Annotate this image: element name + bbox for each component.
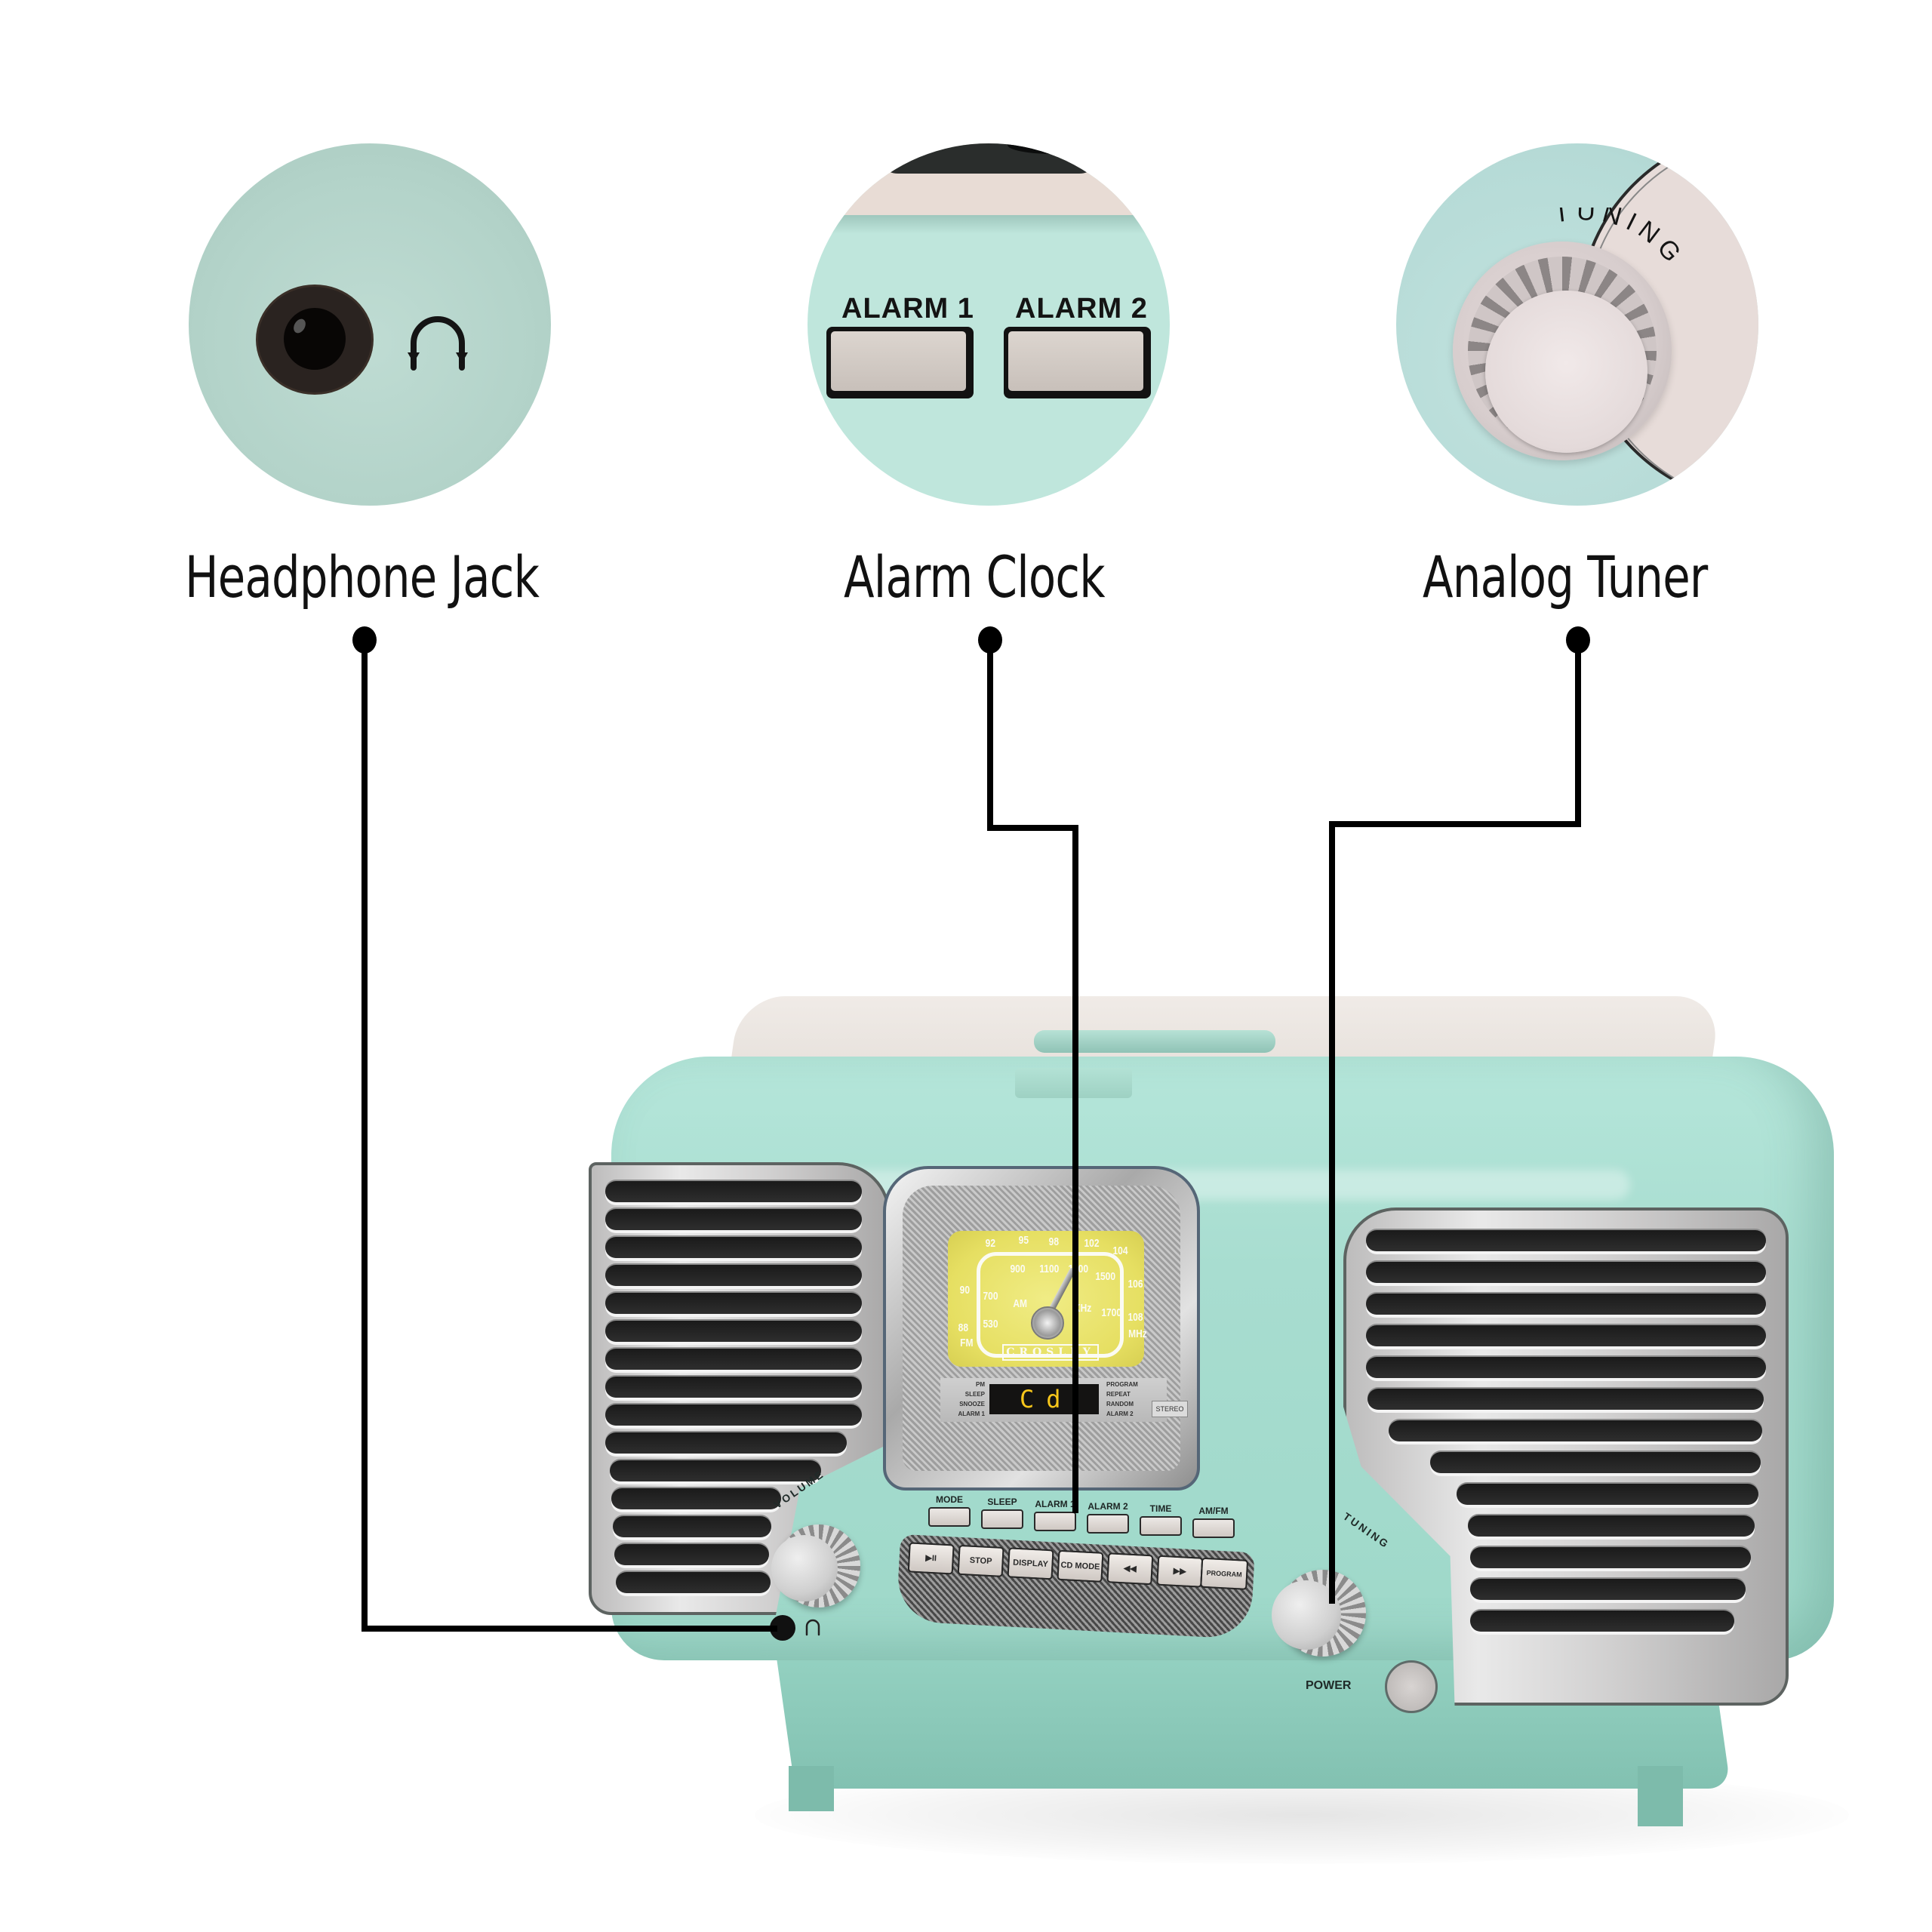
am-530: 530 xyxy=(983,1318,998,1331)
fm-band-label: FM xyxy=(960,1337,974,1349)
indicator-random: RANDOM xyxy=(1106,1401,1134,1407)
indicator-pm: PM xyxy=(976,1381,985,1388)
fm-95: 95 xyxy=(1018,1234,1029,1247)
stereo-indicator: STEREO xyxy=(1152,1401,1188,1417)
fm-92: 92 xyxy=(985,1237,996,1250)
crosley-radio: 88 90 92 95 98 102 104 106 108 FM MHz 53… xyxy=(581,996,1864,1841)
sleep-button[interactable]: SLEEP xyxy=(981,1497,1023,1529)
alarm-1-button[interactable] xyxy=(826,327,974,398)
am-900: 900 xyxy=(1010,1263,1026,1275)
fm-90: 90 xyxy=(959,1284,971,1297)
fm-106: 106 xyxy=(1128,1278,1143,1291)
am-700: 700 xyxy=(983,1290,998,1303)
fm-88: 88 xyxy=(958,1321,969,1334)
alarm-buttons-closeup: ALARM 1 ALARM 2 xyxy=(808,143,1170,506)
alarm-2-label: ALARM 2 xyxy=(1015,293,1148,325)
play-pause-button[interactable]: ▶II xyxy=(907,1542,955,1575)
mode-button[interactable]: MODE xyxy=(928,1494,971,1527)
indicator-snooze: SNOOZE xyxy=(959,1401,985,1407)
indicator-program: PROGRAM xyxy=(1106,1381,1138,1388)
alarm-1-label: ALARM 1 xyxy=(841,293,974,325)
headphone-jack[interactable] xyxy=(770,1615,795,1641)
alarm-2-button[interactable]: ALARM 2 xyxy=(1087,1501,1129,1534)
indicator-alarm-2: ALARM 2 xyxy=(1106,1411,1134,1417)
am-fm-button[interactable]: AM/FM xyxy=(1192,1506,1235,1538)
headphone-jack-closeup xyxy=(189,143,551,506)
tuner-dial-face: 88 90 92 95 98 102 104 106 108 FM MHz 53… xyxy=(948,1231,1147,1367)
brand-logo: CROSLEY xyxy=(1002,1344,1099,1361)
right-speaker-grille xyxy=(1343,1208,1789,1706)
cd-control-panel: ▶II STOP DISPLAY CD MODE ◀◀ ▶▶ PROGRAM xyxy=(896,1534,1255,1640)
tuning-knob[interactable] xyxy=(1272,1570,1366,1657)
indicator-repeat: REPEAT xyxy=(1106,1391,1131,1398)
next-track-button[interactable]: ▶▶ xyxy=(1156,1555,1204,1588)
tuner-dial-window: 88 90 92 95 98 102 104 106 108 FM MHz 53… xyxy=(883,1166,1200,1491)
previous-track-button[interactable]: ◀◀ xyxy=(1106,1552,1154,1586)
cd-mode-button[interactable]: CD MODE xyxy=(1057,1549,1104,1583)
khz-label: KHz xyxy=(1073,1302,1092,1315)
snooze-button[interactable] xyxy=(1015,1068,1132,1098)
am-1700: 1700 xyxy=(1101,1306,1122,1319)
time-button[interactable]: TIME xyxy=(1140,1503,1182,1536)
am-1100: 1100 xyxy=(1039,1263,1060,1275)
fm-104: 104 xyxy=(1112,1244,1128,1257)
mhz-label: MHz xyxy=(1128,1327,1147,1340)
power-label: POWER xyxy=(1306,1679,1352,1692)
indicator-alarm-1: ALARM 1 xyxy=(958,1411,985,1417)
headphone-icon xyxy=(408,316,468,371)
display-button[interactable]: DISPLAY xyxy=(1007,1547,1054,1580)
indicator-sleep: SLEEP xyxy=(964,1391,985,1398)
alarm-1-button[interactable]: ALARM 1 xyxy=(1034,1499,1076,1531)
volume-knob[interactable] xyxy=(771,1524,860,1607)
stop-button[interactable]: STOP xyxy=(957,1544,1004,1577)
tuning-knob-closeup: TUNING xyxy=(1396,143,1758,506)
headphone-jack-port xyxy=(258,287,371,392)
fm-102: 102 xyxy=(1084,1237,1100,1250)
headphone-icon xyxy=(805,1619,820,1636)
feature-label-analog-tuner: Analog Tuner xyxy=(1423,543,1708,611)
alarm-2-button[interactable] xyxy=(1004,327,1151,398)
feature-label-alarm-clock: Alarm Clock xyxy=(844,543,1106,611)
tuner-callout-dot xyxy=(1566,626,1590,654)
program-button[interactable]: PROGRAM xyxy=(1200,1557,1249,1590)
cd-lid-handle[interactable] xyxy=(1034,1030,1275,1053)
power-button[interactable] xyxy=(1385,1660,1438,1713)
led-display: Cd xyxy=(989,1384,1099,1414)
am-1500: 1500 xyxy=(1095,1270,1116,1283)
fm-108: 108 xyxy=(1128,1311,1143,1324)
fm-98: 98 xyxy=(1048,1235,1060,1248)
display-panel: PM SLEEP SNOOZE ALARM 1 Cd PROGRAM REPEA… xyxy=(940,1378,1188,1422)
feature-label-headphone-jack: Headphone Jack xyxy=(185,543,540,611)
alarm-callout-dot xyxy=(978,626,1002,654)
headphone-callout-dot xyxy=(352,626,377,654)
am-band-label: AM xyxy=(1013,1297,1027,1310)
